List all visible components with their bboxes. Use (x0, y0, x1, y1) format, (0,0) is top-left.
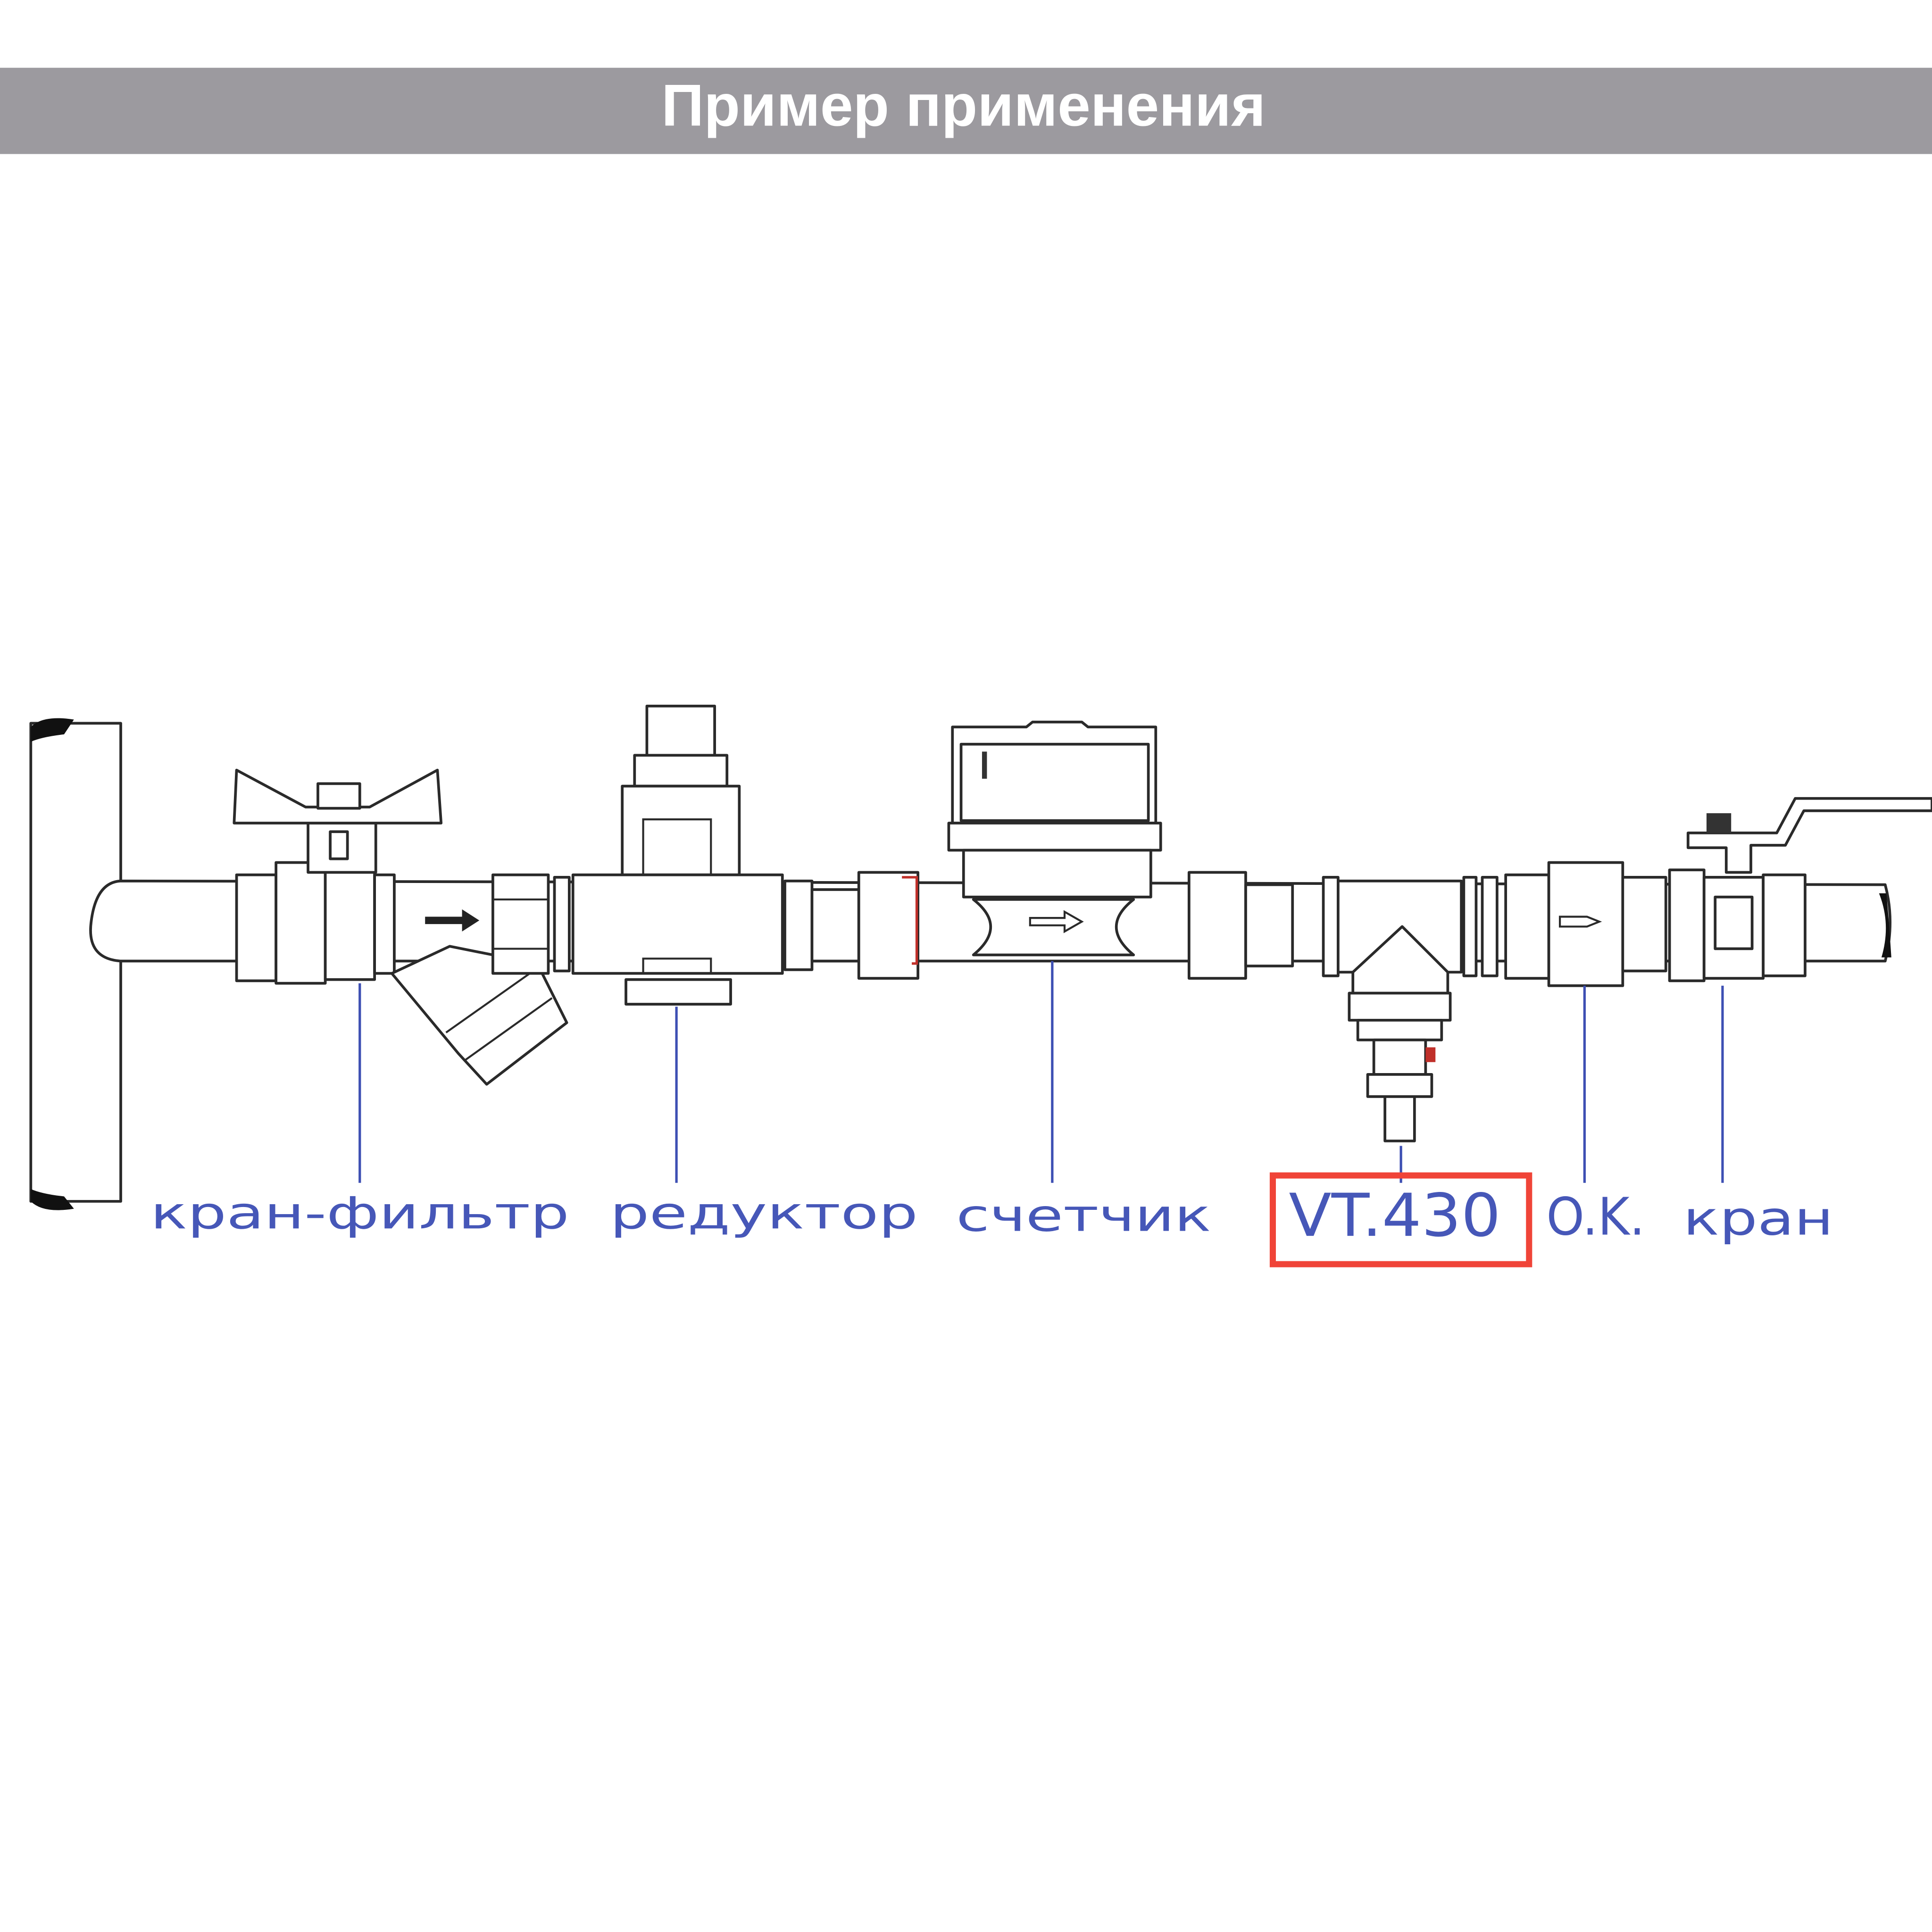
riser-pipe (29, 722, 122, 1203)
label-valve: кран (1683, 1191, 1833, 1246)
check-valve (1504, 861, 1667, 987)
water-meter (947, 720, 1162, 957)
header-bar (0, 67, 1932, 154)
page-title: Пример применения (661, 72, 1266, 138)
leader-lines (358, 961, 1724, 1183)
pipeline-drawing (29, 704, 1932, 1210)
highlight-box (1269, 1172, 1532, 1267)
label-check-valve: O.K. (1546, 1186, 1645, 1247)
label-meter: счетчик (956, 1191, 1211, 1242)
vt430-tee (1322, 876, 1463, 1142)
label-filter-valve: кран-фильтр (150, 1188, 569, 1239)
ball-valve (1668, 797, 1932, 983)
pressure-reducer (571, 704, 784, 1006)
label-reducer: редуктор (610, 1188, 918, 1239)
filter-valve (233, 768, 568, 1086)
label-product: VT.430 (1289, 1181, 1500, 1250)
